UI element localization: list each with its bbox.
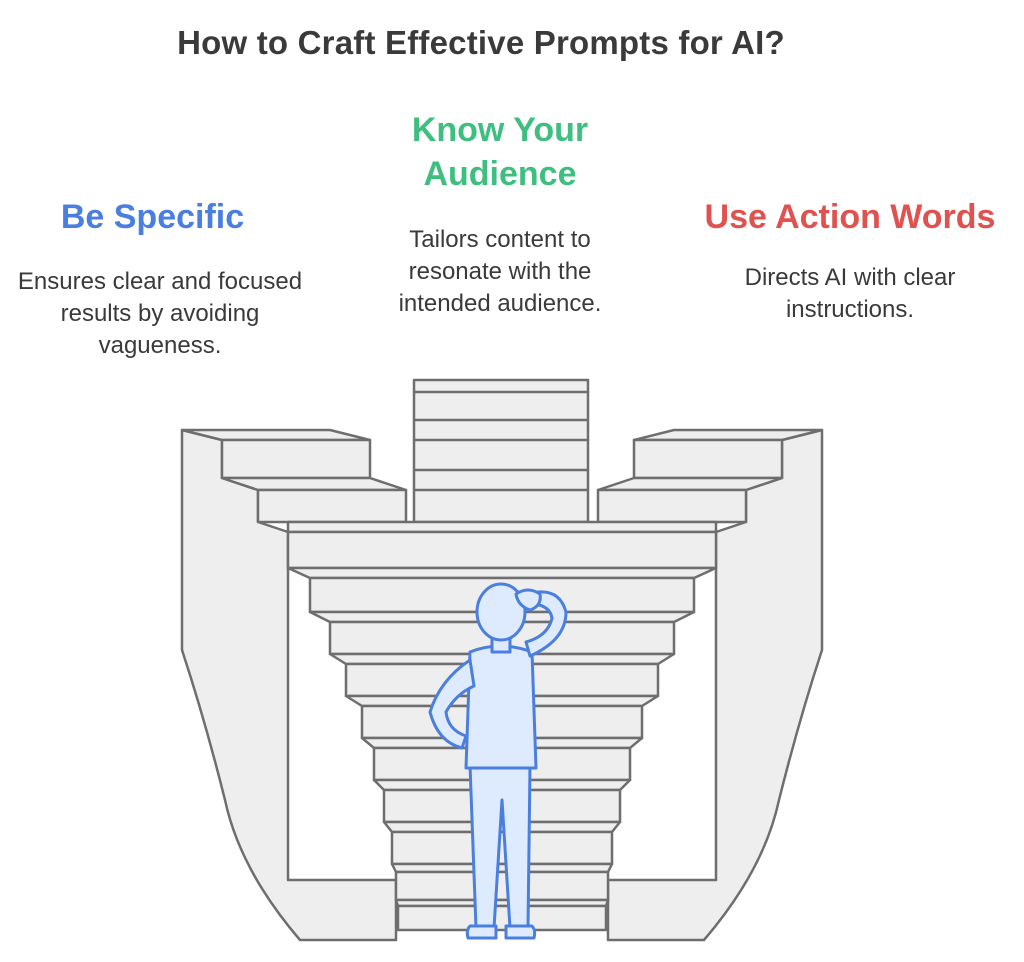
left-step-front-1 — [220, 438, 372, 480]
description-use-action-words: Directs AI with clear instructions. — [744, 264, 956, 323]
left-wing-wall — [180, 428, 398, 942]
right-step-front-2 — [596, 488, 748, 524]
person-hand — [514, 588, 542, 612]
right-wing-wall — [606, 428, 824, 942]
main-step-riser-10 — [396, 904, 608, 932]
staircase-icon — [180, 378, 824, 942]
right-step-top-2 — [596, 476, 784, 492]
left-step-top-2 — [220, 476, 408, 492]
main-step-tread-2 — [286, 566, 718, 580]
heading-use-action-words: Use Action Words — [704, 198, 996, 236]
heading-be-specific: Be Specific — [60, 198, 245, 236]
description-be-specific: Ensures clear and focused results by avo… — [17, 268, 303, 359]
center-tower — [412, 378, 590, 524]
diagram-title: How to Craft Effective Prompts for AI? — [177, 24, 785, 61]
person-thinking-icon — [428, 582, 568, 940]
main-step-tread-1 — [286, 520, 718, 534]
description-know-your-audience: Tailors content to resonate with the int… — [398, 226, 602, 317]
person-left-arm — [428, 658, 476, 750]
person-head — [475, 582, 527, 642]
person-left-foot — [465, 924, 498, 940]
main-step-riser-1 — [286, 530, 718, 570]
right-step-front-1 — [632, 438, 784, 480]
left-step-front-2 — [256, 488, 408, 524]
main-step-riser-9 — [394, 870, 610, 902]
person-right-foot — [504, 924, 537, 940]
main-step-riser-8 — [390, 830, 614, 866]
person-torso — [464, 644, 538, 770]
heading-know-your-audience: Know Your Audience — [411, 111, 589, 193]
